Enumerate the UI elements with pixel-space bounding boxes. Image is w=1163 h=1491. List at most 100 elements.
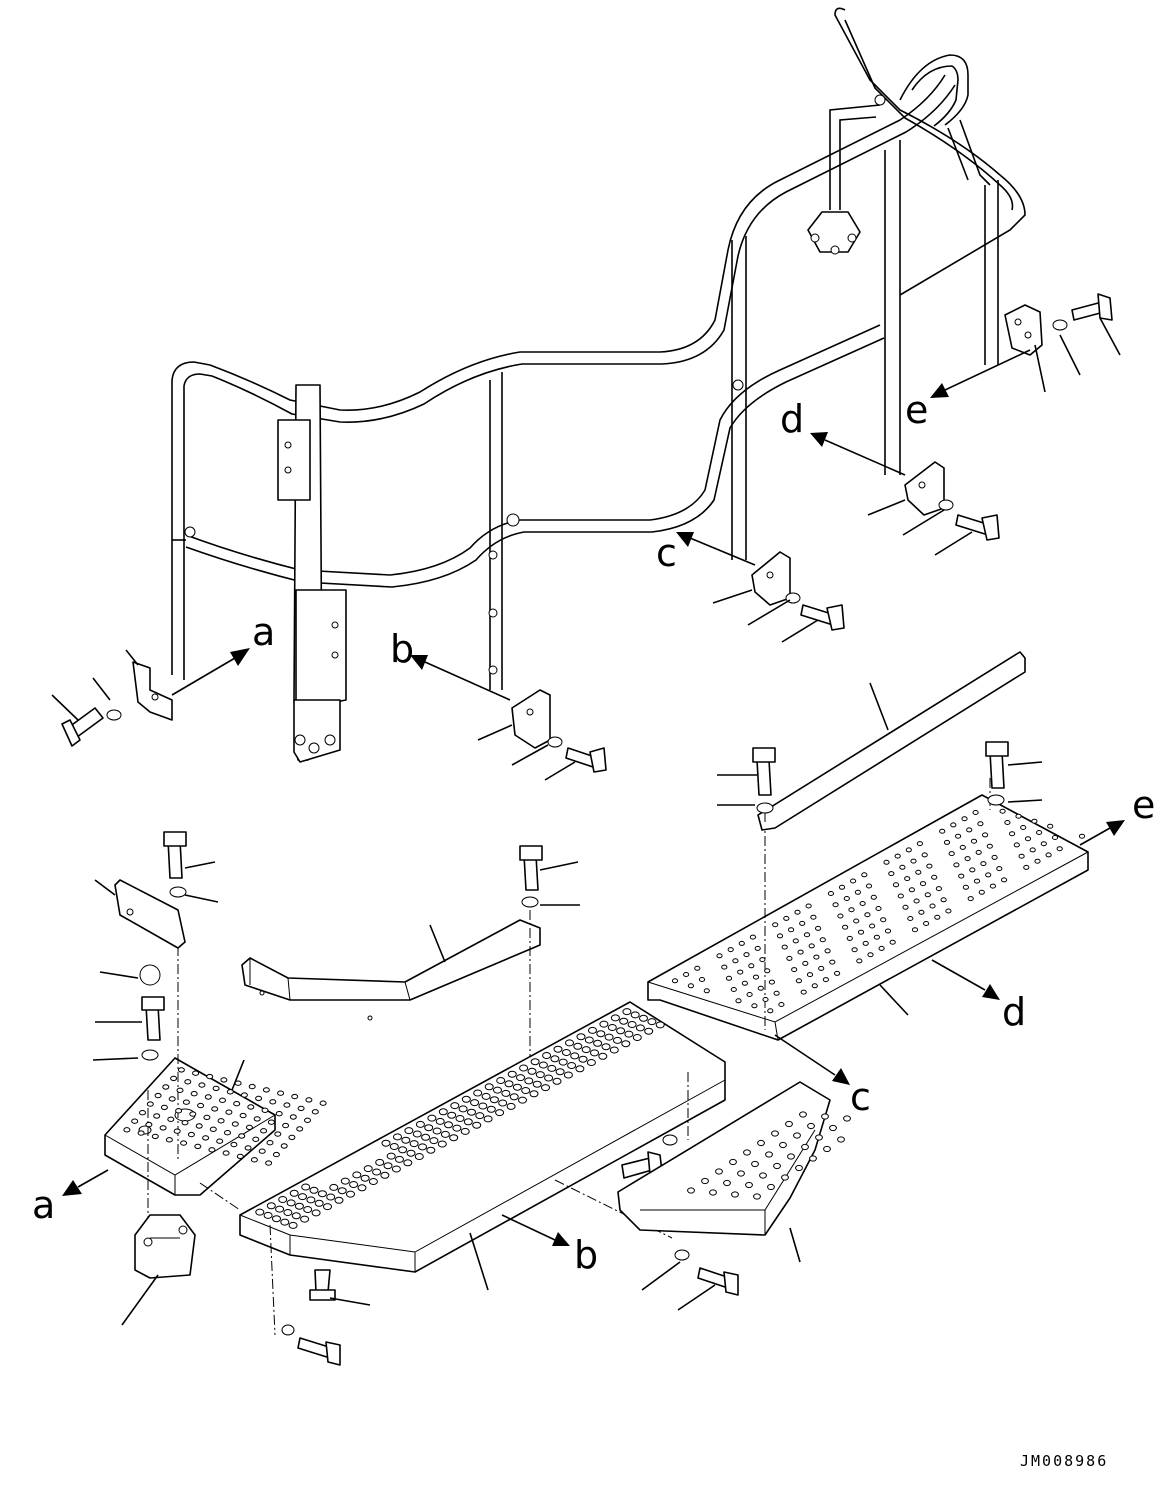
perforation-hole: [759, 1172, 767, 1179]
perforation-hole: [272, 1215, 281, 1223]
perforation-hole: [274, 1131, 282, 1137]
perforation-hole: [843, 896, 850, 901]
perforation-hole: [489, 1096, 499, 1104]
perforation-hole: [799, 920, 806, 926]
perforation-hole: [516, 1074, 525, 1082]
perforation-hole: [752, 974, 760, 980]
perforation-hole: [230, 1141, 238, 1148]
callout-b-upper: b: [390, 627, 414, 671]
perforation-hole: [452, 1124, 462, 1132]
perforation-hole: [437, 1140, 447, 1148]
perforation-hole: [280, 1143, 288, 1149]
perforation-hole: [334, 1196, 344, 1204]
perforation-hole: [802, 960, 809, 966]
perforation-hole: [853, 918, 860, 924]
perforation-hole: [973, 878, 981, 884]
left-step-bolts: [92, 831, 219, 1061]
perforation-hole: [972, 810, 979, 815]
perforation-hole: [934, 914, 941, 920]
perforation-hole: [506, 1102, 516, 1110]
perforation-hole: [1004, 820, 1011, 825]
perforation-hole: [953, 862, 960, 868]
perforation-hole: [827, 891, 835, 896]
perforation-hole: [809, 1155, 817, 1162]
perforation-hole: [792, 938, 799, 944]
perforation-hole: [786, 955, 793, 961]
perforation-hole: [584, 1036, 594, 1044]
perforation-hole: [767, 1183, 775, 1191]
perforation-hole: [220, 1077, 228, 1083]
perforation-hole: [749, 934, 757, 940]
perforation-hole: [544, 1074, 554, 1082]
perforation-hole: [282, 1122, 290, 1129]
perforation-hole: [607, 1024, 617, 1031]
perforation-hole: [745, 1181, 753, 1189]
perforation-hole: [781, 944, 788, 950]
handrail-frame: [171, 7, 1026, 763]
perforation-hole: [529, 1090, 539, 1098]
perforation-hole: [288, 1134, 296, 1141]
perforation-hole: [880, 917, 887, 923]
left-step-plate: [94, 879, 186, 949]
perforation-hole: [741, 980, 749, 986]
perforation-hole: [978, 889, 985, 895]
perforation-hole: [558, 1058, 568, 1066]
perforation-hole: [748, 963, 755, 969]
center-cover-plate: [241, 919, 541, 1021]
perforation-hole: [924, 892, 931, 898]
perforation-hole: [139, 1110, 146, 1116]
perforation-hole: [813, 954, 820, 960]
callout-b-lower: b: [574, 1233, 598, 1277]
perforation-hole: [1031, 818, 1038, 824]
perforation-hole: [493, 1086, 502, 1094]
perforation-hole: [737, 969, 744, 975]
perforation-hole: [137, 1130, 145, 1136]
perforation-hole: [687, 1187, 695, 1194]
perforation-hole: [160, 1104, 168, 1111]
perforation-hole: [395, 1155, 404, 1163]
perforation-hole: [861, 872, 868, 878]
drawing-code: JM008986: [1020, 1452, 1108, 1470]
perforation-hole: [977, 821, 984, 827]
perforation-hole: [184, 1079, 192, 1085]
perforation-hole: [1023, 864, 1030, 870]
perforation-hole: [729, 1158, 737, 1166]
perforation-hole: [795, 1164, 803, 1172]
perforation-hole: [509, 1093, 519, 1101]
right-small-step: [617, 1081, 831, 1311]
perforation-hole: [261, 1107, 269, 1114]
perforation-hole: [501, 1089, 511, 1097]
perforation-hole: [197, 1102, 205, 1109]
perforation-hole: [604, 1033, 614, 1041]
perforation-hole: [206, 1073, 214, 1080]
perforation-hole: [923, 921, 930, 926]
perforation-hole: [386, 1152, 396, 1160]
perforation-hole: [189, 1111, 197, 1117]
perforation-hole: [1013, 842, 1020, 848]
perforation-hole: [277, 1090, 285, 1096]
perforation-hole: [767, 1008, 774, 1014]
perforation-hole: [875, 906, 882, 911]
bracket-c-upper: [712, 551, 845, 643]
perforation-hole: [878, 945, 885, 951]
perforation-hole: [985, 872, 992, 878]
perforation-hole: [389, 1143, 399, 1150]
perforation-hole: [275, 1111, 283, 1117]
center-step-perforations: [255, 1008, 665, 1229]
perforation-hole: [921, 852, 928, 858]
perforation-hole: [168, 1096, 176, 1102]
perforation-hole: [785, 1120, 793, 1128]
perforation-hole: [869, 923, 876, 929]
perforation-hole: [832, 902, 839, 908]
perforation-hole: [913, 898, 920, 904]
perforation-hole: [427, 1114, 437, 1122]
perforation-hole: [644, 1027, 654, 1035]
perforation-hole: [518, 1096, 527, 1104]
perforation-hole: [547, 1064, 557, 1072]
perforation-hole: [535, 1071, 545, 1079]
perforation-hole: [907, 916, 914, 921]
perforation-hole: [552, 1077, 562, 1085]
perforation-hole: [239, 1112, 247, 1119]
perforation-hole: [550, 1055, 560, 1063]
perforation-hole: [159, 1125, 167, 1131]
